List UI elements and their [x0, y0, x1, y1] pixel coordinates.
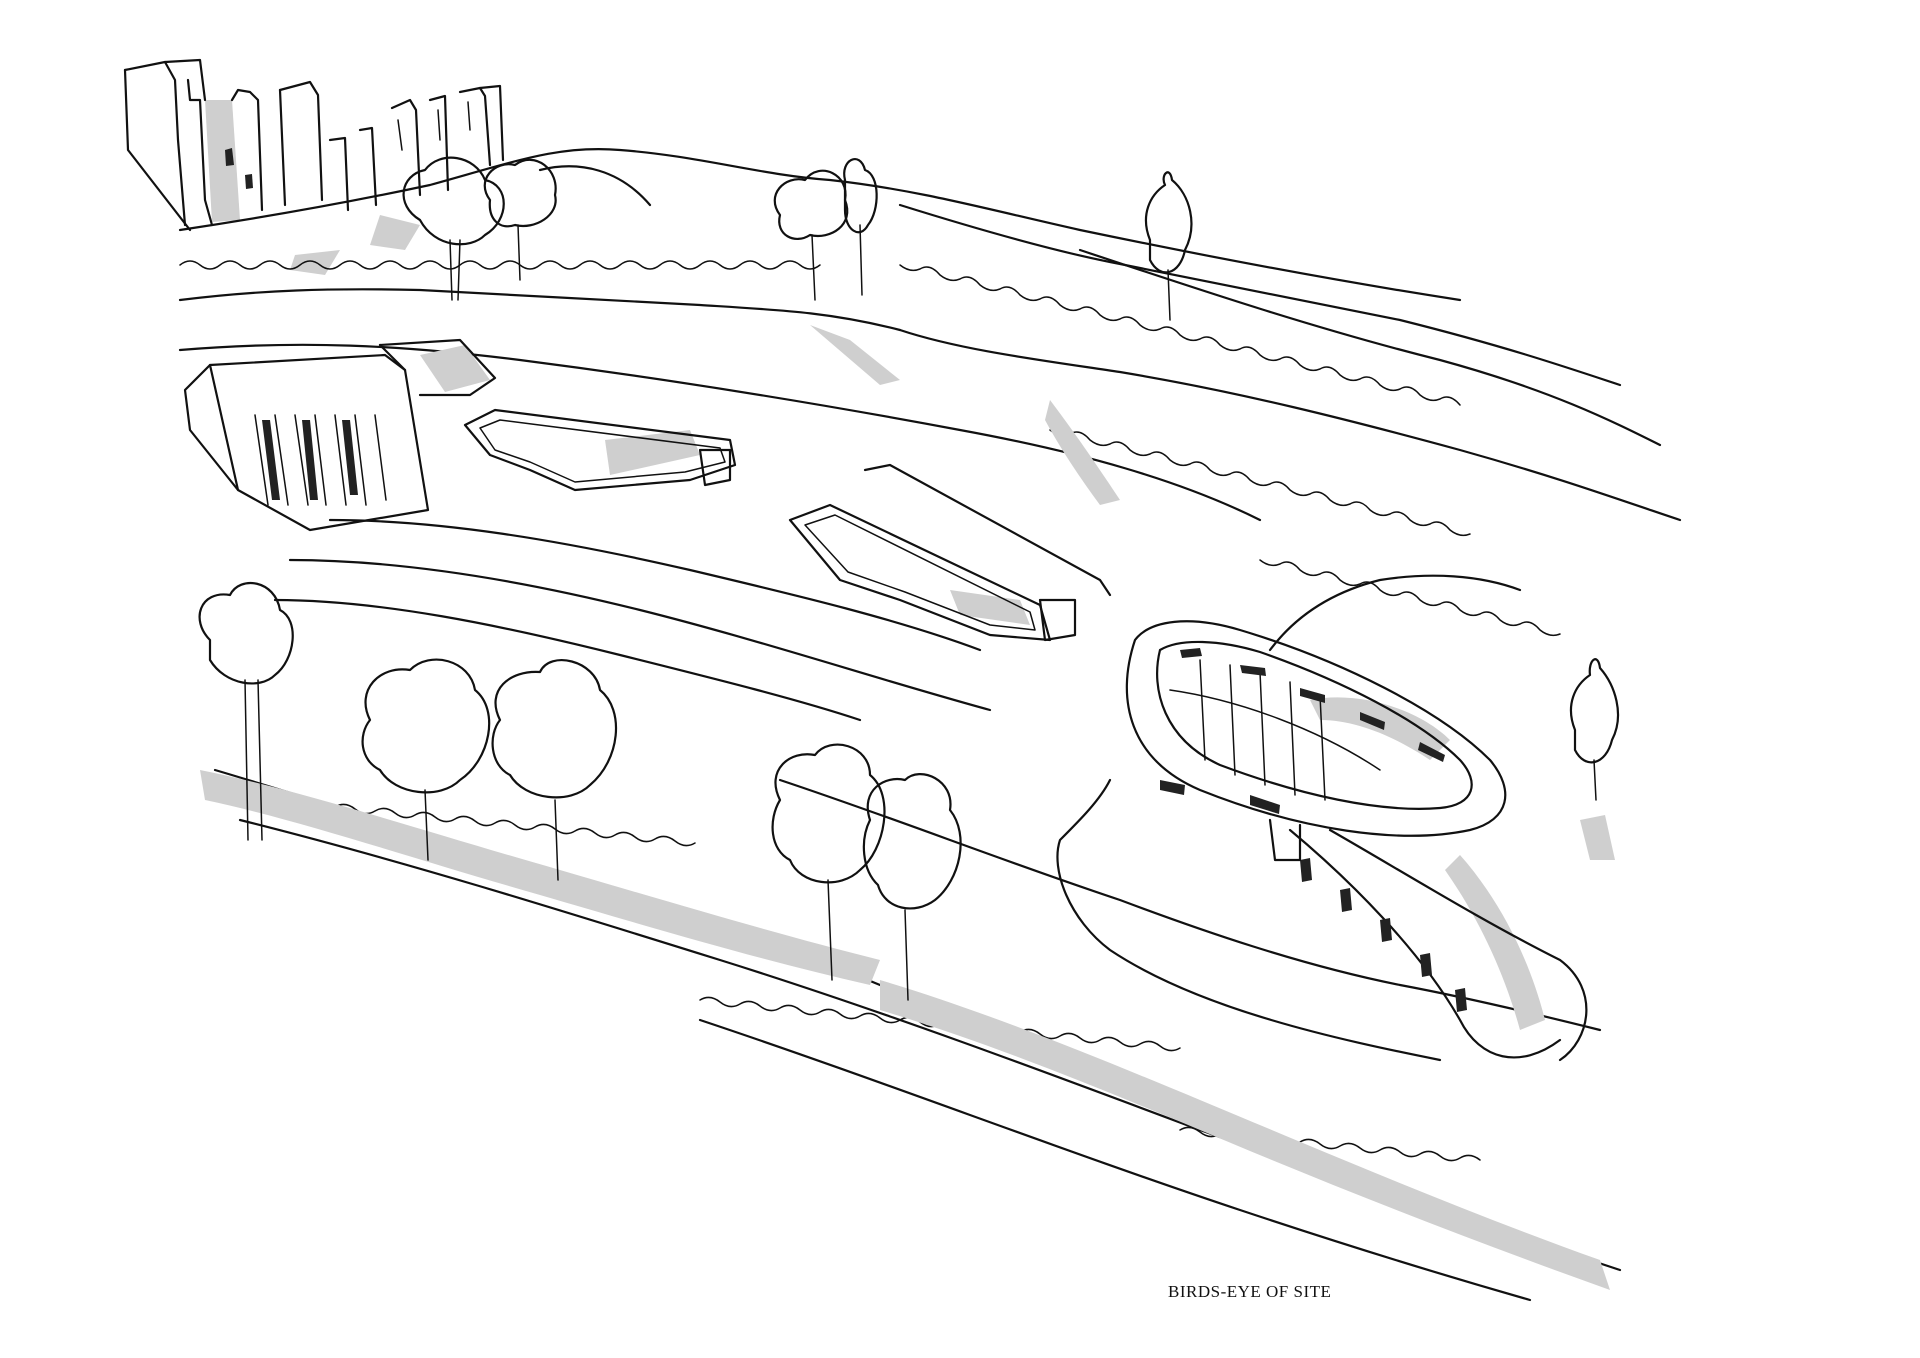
ground-shadows [200, 325, 1615, 1290]
trees [198, 156, 1620, 1001]
tree-11 [1570, 658, 1620, 801]
tree-3 [773, 169, 849, 301]
tree-6 [198, 581, 294, 841]
pool-1 [463, 408, 737, 492]
tree-4 [843, 158, 878, 296]
tree-5 [1145, 171, 1193, 321]
oval-structure [1056, 620, 1588, 1062]
tree-7 [361, 658, 491, 861]
pool-2 [788, 463, 1112, 642]
tree-10 [862, 773, 962, 1001]
building-a [183, 338, 497, 532]
tree-8 [491, 659, 618, 881]
landscape-contours [178, 147, 1682, 1302]
drawing-caption: BIRDS-EYE OF SITE [1168, 1282, 1332, 1301]
castle-ruins [123, 58, 505, 275]
tree-9 [771, 743, 886, 981]
tree-2 [483, 158, 557, 281]
